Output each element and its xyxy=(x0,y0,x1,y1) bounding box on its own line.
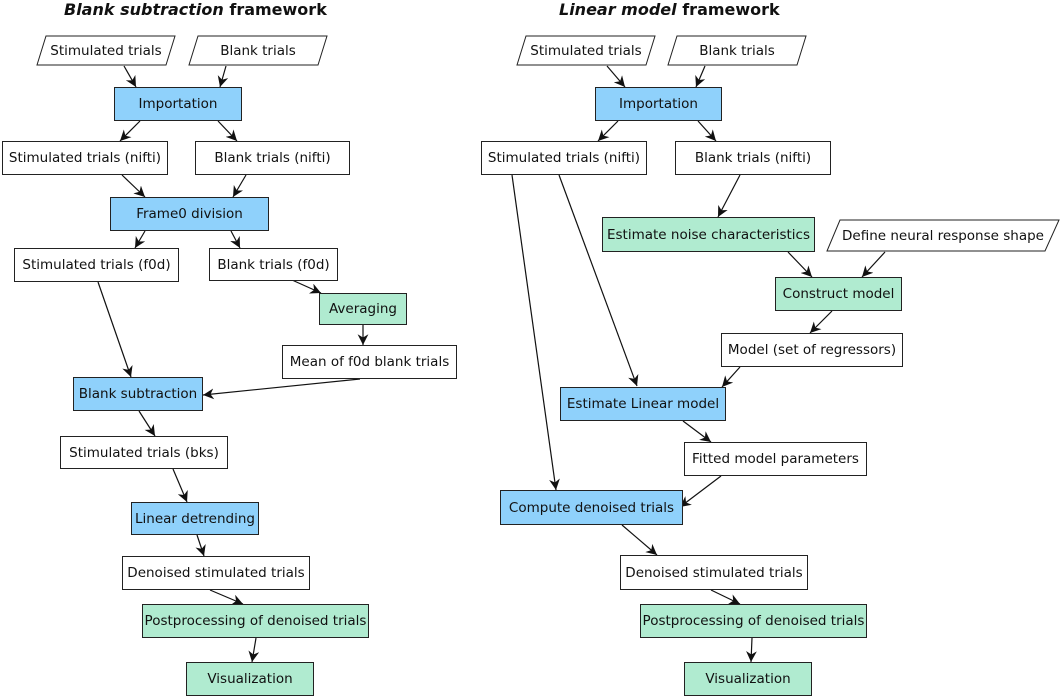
left-postprocessing: Postprocessing of denoised trials xyxy=(142,604,369,638)
left-denoised-stimulated: Denoised stimulated trials xyxy=(122,556,310,590)
edge-r-import-stimnifti xyxy=(597,120,619,142)
left-stimulated-f0d: Stimulated trials (f0d) xyxy=(14,248,179,282)
right-input-blank-trials: Blank trials xyxy=(667,35,807,66)
left-mean-f0d-blank: Mean of f0d blank trials xyxy=(282,345,457,379)
left-input-stimulated-label: Stimulated trials xyxy=(50,42,162,59)
edge-l-mean-blanksub xyxy=(202,378,361,400)
edge-r-neural-construct xyxy=(861,251,886,278)
right-estimate-noise: Estimate noise characteristics xyxy=(602,217,815,252)
right-title: Linear model framework xyxy=(559,0,780,19)
right-title-italic: Linear model xyxy=(559,0,677,19)
edge-l-blanknifti-frame0 xyxy=(232,174,247,198)
edge-l-frame0-stimf0d xyxy=(134,230,146,249)
edge-l-blankf0d-avg xyxy=(291,279,322,294)
edge-l-stimnifti-frame0 xyxy=(121,174,146,198)
edge-l-stimf0d-blanksub xyxy=(97,281,133,378)
right-postprocessing: Postprocessing of denoised trials xyxy=(640,604,867,638)
left-blank-nifti: Blank trials (nifti) xyxy=(195,141,350,175)
right-input-stimulated-trials: Stimulated trials xyxy=(516,35,656,66)
left-input-stimulated-trials: Stimulated trials xyxy=(36,35,176,66)
left-title-rest: framework xyxy=(223,0,327,19)
left-stimulated-nifti: Stimulated trials (nifti) xyxy=(2,141,168,175)
edge-r-estimate-fitted xyxy=(682,420,712,443)
edge-r-compute-denoised xyxy=(621,524,658,556)
right-compute-denoised: Compute denoised trials xyxy=(500,490,683,525)
edge-r-import-blanknifti xyxy=(697,120,717,142)
right-model-regressors: Model (set of regressors) xyxy=(721,333,903,367)
right-blank-nifti: Blank trials (nifti) xyxy=(675,141,831,175)
left-input-blank-trials: Blank trials xyxy=(188,35,328,66)
right-input-neural-label: Define neural response shape xyxy=(842,227,1044,244)
edge-r-blanknifti-noise xyxy=(717,174,741,218)
edge-l-denoised-postproc xyxy=(209,589,244,605)
left-title-italic: Blank subtraction xyxy=(64,0,224,19)
left-importation: Importation xyxy=(114,87,242,121)
right-input-stimulated-label: Stimulated trials xyxy=(530,42,642,59)
edge-r-stim-import xyxy=(606,65,626,88)
right-input-blank-label: Blank trials xyxy=(699,42,775,59)
right-visualization: Visualization xyxy=(684,662,812,696)
edge-r-denoised-postproc xyxy=(710,589,741,605)
edge-r-blank-import xyxy=(695,65,706,88)
left-frame0-division: Frame0 division xyxy=(110,197,269,231)
right-estimate-linear-model: Estimate Linear model xyxy=(560,387,726,421)
edge-r-model-estimate xyxy=(721,366,741,388)
left-visualization: Visualization xyxy=(186,662,314,696)
edge-l-detrend-denoised xyxy=(195,534,206,557)
left-blank-subtraction: Blank subtraction xyxy=(73,377,203,411)
edge-r-stimnifti-estimate xyxy=(558,174,639,387)
left-averaging: Averaging xyxy=(319,293,407,325)
edge-l-import-blanknifti xyxy=(217,120,238,142)
edge-l-stim-import xyxy=(123,65,137,88)
edge-l-bks-detrend xyxy=(172,468,188,503)
left-input-blank-label: Blank trials xyxy=(220,42,296,59)
left-linear-detrending: Linear detrending xyxy=(131,502,259,535)
left-title: Blank subtraction framework xyxy=(64,0,327,19)
right-denoised-stimulated: Denoised stimulated trials xyxy=(620,555,808,590)
right-importation: Importation xyxy=(595,87,722,121)
right-fitted-parameters: Fitted model parameters xyxy=(684,442,867,476)
left-blank-f0d: Blank trials (f0d) xyxy=(209,248,338,281)
edge-l-blank-import xyxy=(217,65,229,88)
right-title-rest: framework xyxy=(676,0,780,19)
right-input-neural-response-shape: Define neural response shape xyxy=(826,219,1060,252)
edge-r-postproc-viz xyxy=(746,637,757,663)
left-stimulated-bks: Stimulated trials (bks) xyxy=(60,436,228,469)
edge-l-postproc-viz xyxy=(248,637,260,663)
edge-l-blanksub-bks xyxy=(138,410,156,437)
edge-l-frame0-blankf0d xyxy=(230,230,241,249)
right-construct-model: Construct model xyxy=(775,277,902,311)
edge-r-construct-model xyxy=(809,310,833,334)
right-stimulated-nifti: Stimulated trials (nifti) xyxy=(481,141,647,175)
edge-r-fitted-compute xyxy=(679,475,722,508)
edge-r-stimnifti-compute xyxy=(511,174,560,491)
edge-r-noise-construct xyxy=(787,251,813,278)
edge-l-import-stimnifti xyxy=(119,120,141,142)
